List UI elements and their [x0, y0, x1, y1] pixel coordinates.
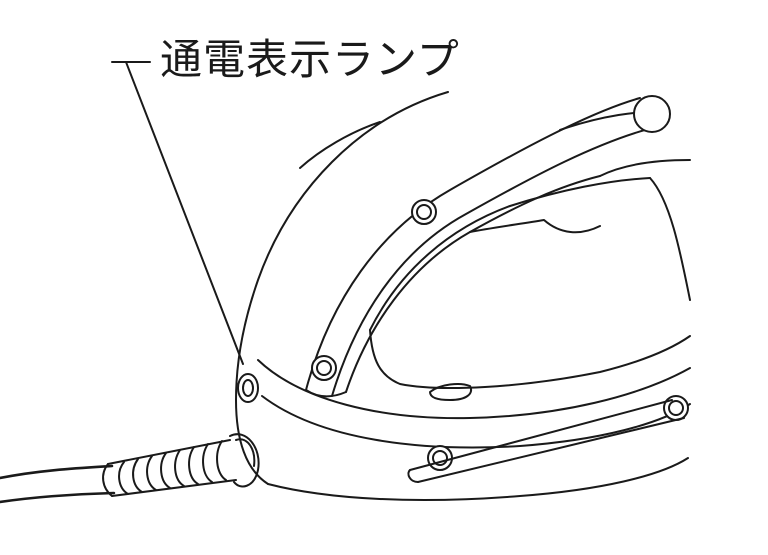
rivet-3 [633, 95, 671, 133]
strain-relief [102, 433, 260, 497]
handle [305, 97, 691, 401]
lower-rail [407, 399, 685, 483]
device-body [235, 91, 691, 501]
rivet-1 [411, 199, 437, 225]
power-cord [0, 464, 116, 504]
rivet-4 [663, 395, 689, 421]
power-indicator-lamp [237, 373, 259, 403]
callout-label: 通電表示ランプ [160, 35, 460, 84]
rivet-2 [311, 355, 337, 381]
leader-line [111, 61, 244, 365]
rivets [311, 95, 689, 471]
rivet-5 [427, 445, 453, 471]
